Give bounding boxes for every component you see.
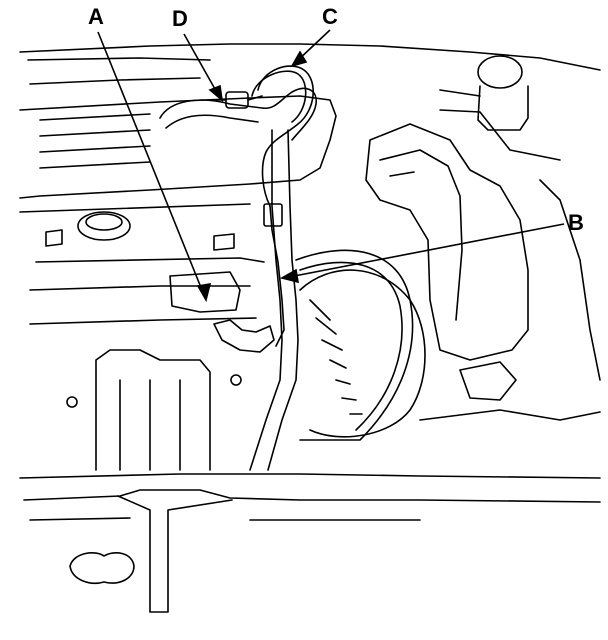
- connector-d-lead: [213, 95, 263, 101]
- harness-loop: [257, 65, 314, 207]
- lower-connector: [213, 319, 275, 353]
- dipstick-tube: [249, 129, 299, 471]
- intake-port: [169, 271, 241, 313]
- bolt-left: [45, 229, 63, 247]
- reservoir-cap: [477, 55, 523, 89]
- hood-edge: [19, 43, 601, 71]
- bolt-lower-mid: [230, 374, 242, 386]
- leader-d: [183, 33, 221, 99]
- ac-hose-2: [299, 261, 403, 431]
- lower-rail: [29, 517, 421, 521]
- latch-handle: [69, 552, 135, 584]
- fan-blades: [309, 299, 363, 415]
- wire-clip: [263, 203, 283, 227]
- breather-hose: [159, 87, 317, 141]
- hood-latch-support: [117, 495, 233, 613]
- valve-cover-ribs: [39, 113, 151, 169]
- cowl-line: [27, 57, 211, 85]
- oil-filler-cap: [77, 211, 131, 241]
- oil-filler-cap-top: [85, 213, 123, 231]
- ac-hose: [295, 249, 414, 441]
- bolt-lower-left: [66, 396, 78, 408]
- callout-a: A: [88, 4, 104, 29]
- fan-shroud: [299, 269, 426, 438]
- leader-b: [283, 223, 565, 279]
- right-bracket: [419, 361, 601, 421]
- air-duct-inner: [379, 149, 463, 321]
- callout-b: B: [568, 210, 584, 235]
- arrow-d: [208, 84, 224, 102]
- air-duct: [365, 123, 529, 361]
- engine-block-lower: [95, 349, 211, 471]
- bolt-mid: [213, 233, 235, 251]
- arrow-b: [279, 268, 299, 284]
- fender-right: [539, 179, 601, 381]
- crossmember: [19, 473, 601, 503]
- arrow-a: [196, 283, 212, 303]
- arrow-c: [290, 50, 308, 68]
- valve-cover: [19, 95, 337, 199]
- breather-hose-inner: [165, 114, 259, 129]
- reservoir-body: [477, 85, 529, 131]
- callout-d: D: [172, 6, 188, 31]
- cylinder-head: [19, 203, 265, 325]
- leader-a: [97, 31, 207, 301]
- harness-loop-2: [251, 70, 307, 123]
- reservoir-bracket: [439, 89, 561, 161]
- callout-c: C: [322, 4, 338, 29]
